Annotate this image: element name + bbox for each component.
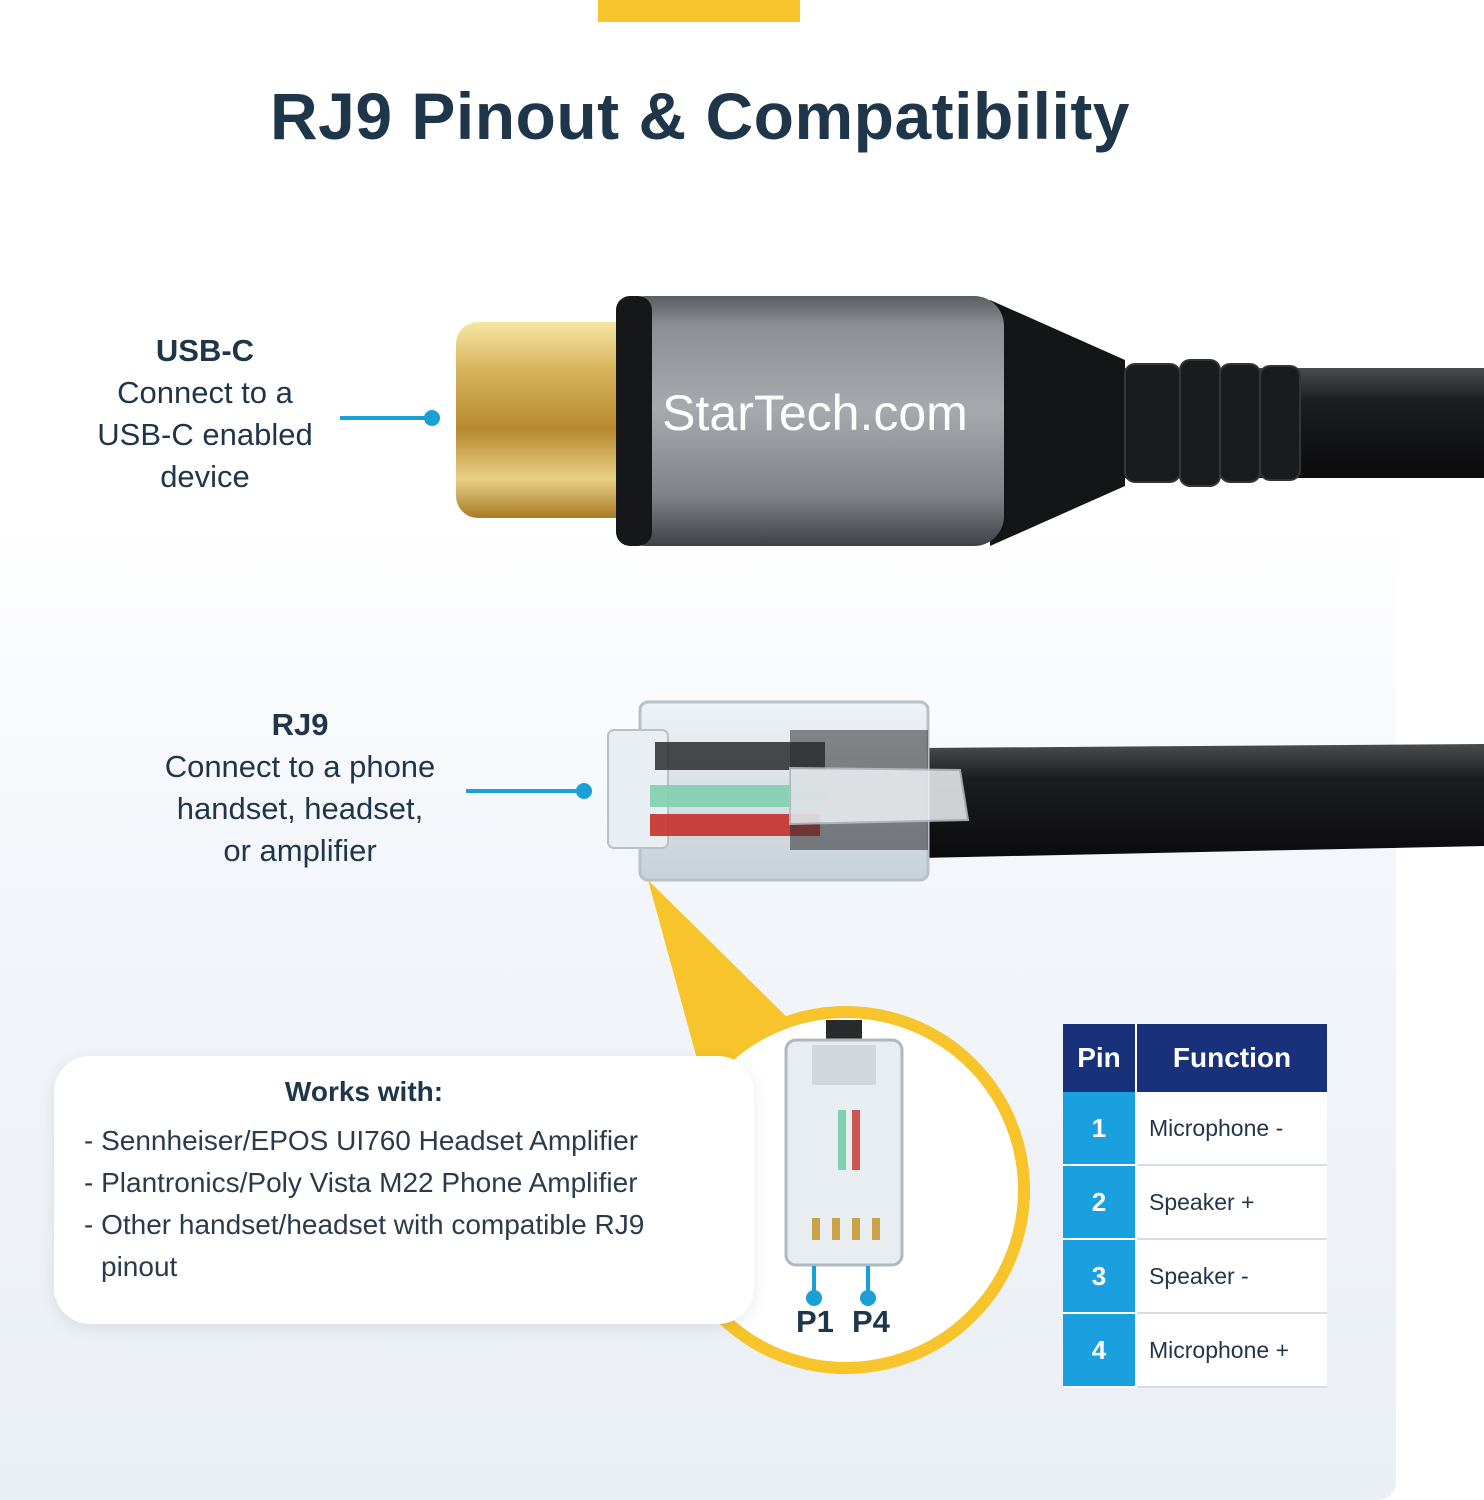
zoom-contacts bbox=[812, 1218, 880, 1240]
pin-function: Microphone - bbox=[1136, 1092, 1327, 1166]
callout-wedge bbox=[648, 880, 800, 1070]
pin-number: 1 bbox=[1063, 1092, 1137, 1166]
p1-pointer-dot bbox=[806, 1290, 822, 1306]
works-with-title: Works with: bbox=[284, 1076, 444, 1107]
usbc-label-line: device bbox=[160, 459, 250, 494]
usbc-plug-tip bbox=[456, 322, 646, 518]
rj9-latch bbox=[789, 766, 970, 826]
pin-label-p1: P1 bbox=[796, 1304, 834, 1339]
page-title: RJ9 Pinout & Compatibility bbox=[269, 79, 1131, 153]
usbc-label-line: USB-C enabled bbox=[97, 417, 313, 452]
rj9-wire-green bbox=[650, 785, 825, 807]
pin-number: 2 bbox=[1063, 1165, 1137, 1240]
brand-logo: StarTech.com bbox=[662, 385, 968, 441]
rj9-pointer-dot bbox=[576, 783, 592, 799]
rj9-label-line: Connect to a phone bbox=[164, 749, 436, 784]
zoom-wire-red bbox=[852, 1110, 860, 1170]
table-row: 1 Microphone - bbox=[1063, 1092, 1327, 1166]
pin-label-p4: P4 bbox=[852, 1304, 890, 1339]
pin-function: Microphone + bbox=[1136, 1313, 1327, 1388]
usbc-strain-relief bbox=[990, 300, 1125, 546]
table-row: 3 Speaker - bbox=[1063, 1239, 1327, 1314]
column-header-function: Function bbox=[1136, 1024, 1327, 1092]
works-with-item: - Plantronics/Poly Vista M22 Phone Ampli… bbox=[84, 1167, 638, 1198]
pin-function: Speaker - bbox=[1136, 1239, 1327, 1314]
usbc-label-line: Connect to a bbox=[117, 375, 293, 410]
rj9-label-line: handset, headset, bbox=[176, 791, 424, 826]
rj9-wire-red bbox=[650, 814, 820, 836]
table-row: 4 Microphone + bbox=[1063, 1313, 1327, 1388]
pin-function-table: Pin Function 1 Microphone - 2 Speaker + … bbox=[1063, 1024, 1327, 1388]
table-header-row: Pin Function bbox=[1063, 1024, 1327, 1092]
rj9-label-title: RJ9 bbox=[271, 707, 329, 742]
works-with-list: - Sennheiser/EPOS UI760 Headset Amplifie… bbox=[84, 1120, 681, 1288]
works-with-item: - Other handset/headset with compatible … bbox=[84, 1209, 645, 1282]
usbc-label-title: USB-C bbox=[155, 333, 255, 368]
usbc-housing bbox=[616, 296, 1004, 546]
usbc-collar bbox=[616, 296, 652, 546]
rj9-pointer-line bbox=[466, 789, 582, 793]
p4-pointer-dot bbox=[860, 1290, 876, 1306]
works-with-item: - Sennheiser/EPOS UI760 Headset Amplifie… bbox=[84, 1125, 639, 1156]
rj9-cable bbox=[920, 744, 1484, 858]
accent-bar bbox=[598, 0, 800, 22]
usbc-ridges bbox=[1124, 359, 1301, 487]
usbc-label: USB-C Connect to a USB-C enabled device bbox=[60, 330, 350, 498]
column-header-pin: Pin bbox=[1063, 1024, 1137, 1092]
works-with-card: Works with: - Sennheiser/EPOS UI760 Head… bbox=[54, 1056, 754, 1324]
pin-number: 4 bbox=[1063, 1313, 1137, 1388]
pin-function: Speaker + bbox=[1136, 1165, 1327, 1240]
rj9-label: RJ9 Connect to a phone handset, headset,… bbox=[130, 704, 470, 872]
rj9-label-line: or amplifier bbox=[223, 833, 377, 868]
table-row: 2 Speaker + bbox=[1063, 1165, 1327, 1240]
usbc-pointer-line bbox=[340, 416, 430, 420]
pin-number: 3 bbox=[1063, 1239, 1137, 1314]
usbc-pointer-dot bbox=[424, 410, 440, 426]
zoom-wire-green bbox=[838, 1110, 846, 1170]
zoom-latch bbox=[812, 1045, 876, 1085]
